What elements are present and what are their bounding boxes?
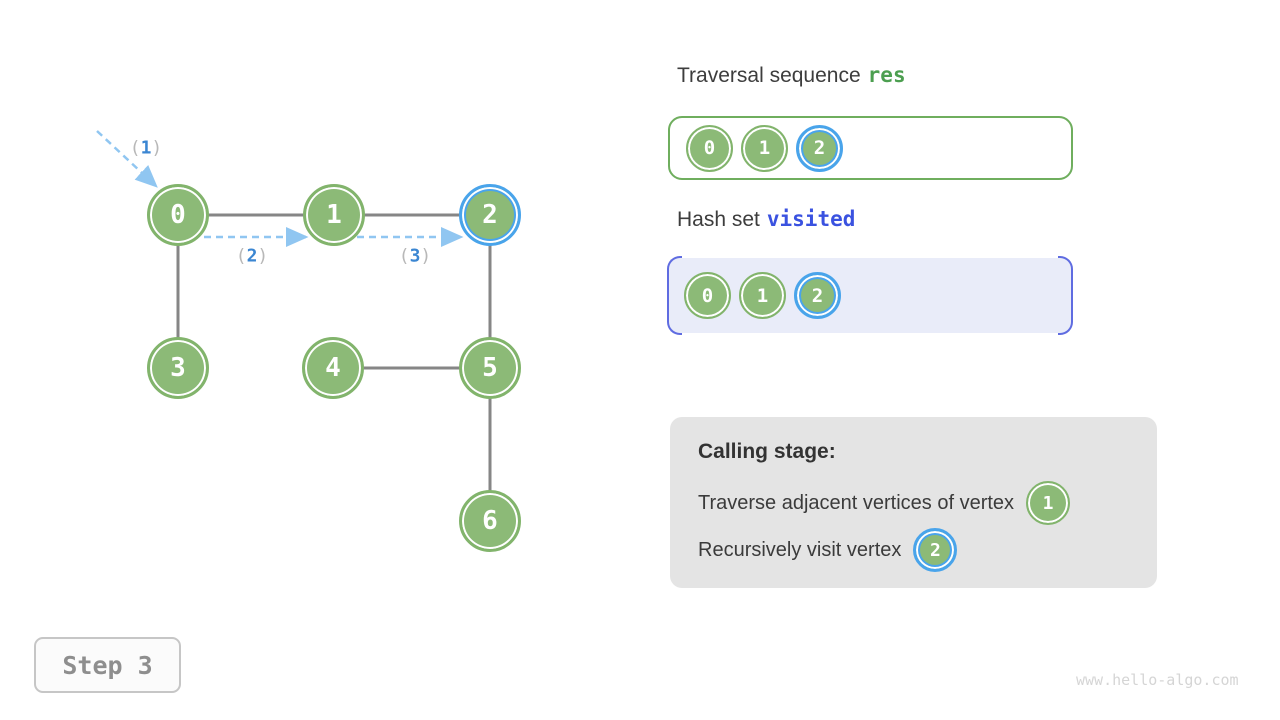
- calling-stage-line-text: Traverse adjacent vertices of vertex: [698, 491, 1015, 514]
- calling-stage-line: Recursively visit vertex 2: [698, 528, 1129, 572]
- visit-step-label-1: (1): [130, 138, 163, 159]
- traversal-sequence-title: Traversal sequence res: [677, 63, 906, 88]
- vertex-node-0: 0: [147, 184, 209, 246]
- traversal-sequence-title-text: Traversal sequence: [677, 64, 861, 87]
- visited-code-label: visited: [766, 207, 856, 231]
- visit-arrow-1: [96, 130, 158, 188]
- vertex-node-1: 1: [739, 272, 786, 319]
- vertex-node-2: 2: [913, 528, 958, 572]
- vertex-node-2: 2: [796, 124, 843, 172]
- vertex-node-1: 1: [1026, 481, 1071, 525]
- vertex-node-5: 5: [459, 337, 521, 399]
- visit-step-label-2: (2): [236, 246, 269, 267]
- step-badge: Step 3: [34, 637, 181, 693]
- calling-stage-line-text: Recursively visit vertex: [698, 538, 902, 561]
- res-code-label: res: [867, 63, 906, 87]
- step-paren: ): [420, 245, 432, 267]
- vertex-node-3: 3: [147, 337, 209, 399]
- vertex-node-2: 2: [794, 272, 841, 319]
- vertex-node-0: 0: [686, 124, 733, 172]
- visit-step-label-3: (3): [399, 246, 432, 267]
- step-number: 2: [246, 245, 258, 267]
- vertex-node-0: 0: [684, 272, 731, 319]
- vertex-node-1: 1: [303, 184, 365, 246]
- step-paren: (: [235, 245, 247, 267]
- left-bracket: [667, 256, 682, 335]
- hash-set-title-text: Hash set: [677, 208, 760, 231]
- vertex-node-2: 2: [459, 184, 521, 246]
- step-number: 1: [140, 137, 152, 159]
- vertex-node-6: 6: [459, 490, 521, 552]
- watermark: www.hello-algo.com: [1076, 671, 1239, 689]
- step-paren: (: [398, 245, 410, 267]
- calling-stage-heading: Calling stage:: [698, 440, 836, 463]
- hash-set-fill: [669, 258, 1071, 333]
- step-paren: ): [151, 137, 163, 159]
- vertex-node-4: 4: [302, 337, 364, 399]
- hash-set-title: Hash set visited: [677, 207, 855, 232]
- step-paren: ): [257, 245, 269, 267]
- step-paren: (: [129, 137, 141, 159]
- calling-stage-panel: Calling stage: Traverse adjacent vertice…: [670, 417, 1157, 588]
- calling-stage-line: Traverse adjacent vertices of vertex 1: [698, 481, 1129, 525]
- vertex-node-1: 1: [741, 124, 788, 172]
- step-number: 3: [409, 245, 421, 267]
